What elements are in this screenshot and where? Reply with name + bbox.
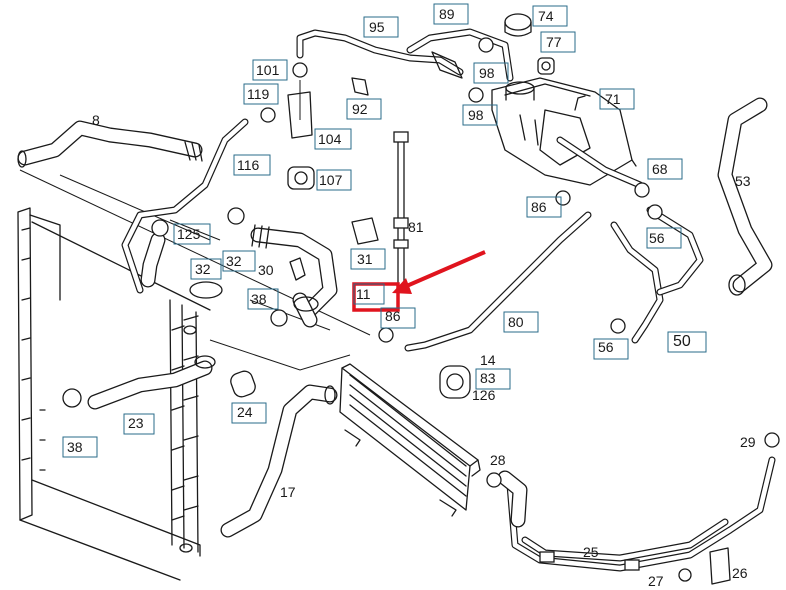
label-83: 83 xyxy=(480,370,496,386)
label-98-upper: 98 xyxy=(479,65,495,81)
expansion-tank xyxy=(491,77,644,189)
label-29: 29 xyxy=(740,434,756,450)
label-23: 23 xyxy=(128,415,144,431)
hose-24 xyxy=(230,370,256,398)
hose-89 xyxy=(406,28,514,82)
part-labels: 95 89 74 77 101 98 71 119 92 98 8 104 11… xyxy=(62,3,756,589)
label-11: 11 xyxy=(356,286,371,302)
label-126: 126 xyxy=(472,387,496,403)
label-56-upper: 56 xyxy=(649,230,665,246)
cap-74 xyxy=(504,13,532,37)
pipe-28-elbow xyxy=(497,470,528,528)
hose-80 xyxy=(404,211,592,352)
hose-23 xyxy=(87,355,216,410)
highlight-arrow-shaft xyxy=(401,250,486,290)
oil-cooler xyxy=(339,363,481,517)
cap-77 xyxy=(537,57,555,75)
label-86-lower: 86 xyxy=(385,308,401,324)
pipe-81 xyxy=(393,131,409,286)
hose-17 xyxy=(220,384,338,538)
label-119: 119 xyxy=(247,86,270,102)
label-30: 30 xyxy=(258,262,274,278)
highlight-arrow-head xyxy=(392,278,412,294)
label-107: 107 xyxy=(319,172,343,188)
label-17: 17 xyxy=(280,484,296,500)
label-77: 77 xyxy=(546,34,562,50)
label-98-lower: 98 xyxy=(468,107,484,123)
label-50: 50 xyxy=(673,333,691,350)
pipe-25 xyxy=(506,456,776,572)
hose-53 xyxy=(717,97,773,296)
label-80: 80 xyxy=(508,314,524,330)
label-14: 14 xyxy=(480,352,496,368)
label-32-right: 32 xyxy=(226,253,242,269)
label-95: 95 xyxy=(369,19,385,35)
clamps xyxy=(62,37,780,585)
label-86-upper: 86 xyxy=(531,199,547,215)
label-8: 8 xyxy=(92,112,100,128)
label-26: 26 xyxy=(732,565,748,581)
highlight-callout xyxy=(352,250,486,312)
engine-outline xyxy=(19,80,371,371)
label-53: 53 xyxy=(735,173,751,189)
label-81: 81 xyxy=(408,219,424,235)
label-125: 125 xyxy=(177,226,201,242)
label-32-left: 32 xyxy=(195,261,211,277)
label-74: 74 xyxy=(538,8,554,24)
label-56-lower: 56 xyxy=(598,339,614,355)
radiator xyxy=(17,207,211,581)
label-38-lower: 38 xyxy=(67,439,83,455)
hose-8 xyxy=(17,120,203,168)
hose-31-piece xyxy=(292,292,319,328)
label-24: 24 xyxy=(237,404,253,420)
label-27: 27 xyxy=(648,573,664,589)
label-38-center: 38 xyxy=(251,291,267,307)
label-28: 28 xyxy=(490,452,506,468)
label-101: 101 xyxy=(256,62,280,78)
label-31: 31 xyxy=(357,251,373,267)
hose-116 xyxy=(121,118,249,294)
label-25: 25 xyxy=(583,544,599,560)
label-71: 71 xyxy=(605,91,621,107)
label-89: 89 xyxy=(439,6,455,22)
label-92: 92 xyxy=(352,101,368,117)
hose-50 xyxy=(610,206,704,344)
label-116: 116 xyxy=(237,157,260,173)
label-68: 68 xyxy=(652,161,668,177)
hose-30 xyxy=(250,224,338,318)
label-104: 104 xyxy=(318,131,342,147)
hose-125 xyxy=(140,232,166,288)
